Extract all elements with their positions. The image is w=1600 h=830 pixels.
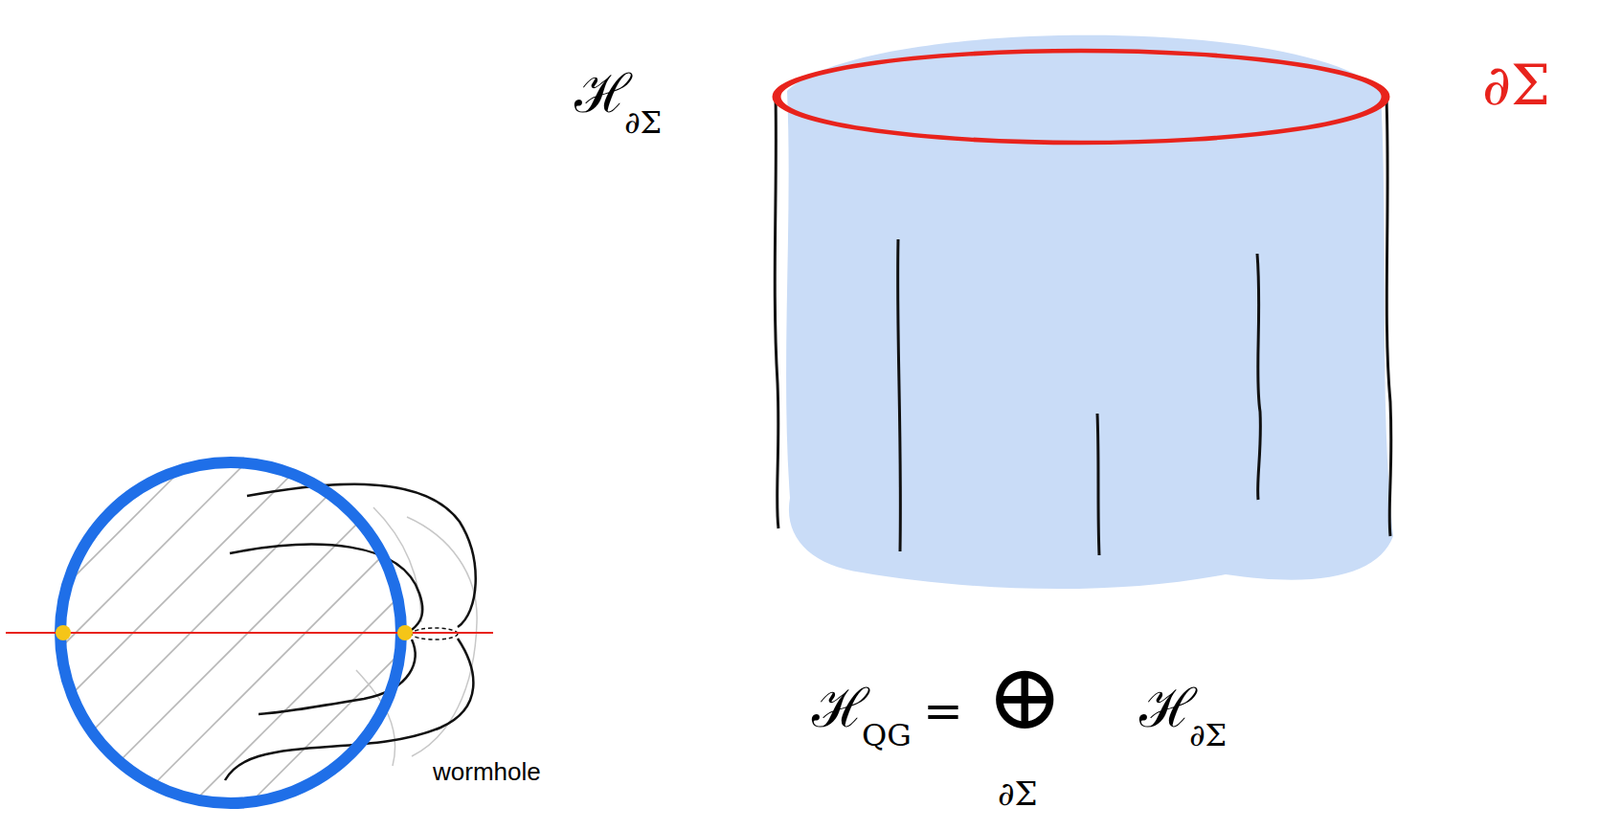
wormhole-label: wormhole [432,759,541,785]
spacetime-disc [5,402,494,824]
subscript: ∂Σ [997,777,1038,811]
boundary-label: ∂Σ [1482,57,1551,113]
hilbert-symbol: ℋ [1139,681,1196,736]
equals-sign: = [923,687,964,736]
subscript: QG [861,720,912,751]
hilbert-symbol: ℋ [811,681,869,736]
cylinder [774,35,1394,589]
subscript: ∂Σ [624,107,662,138]
subscript: ∂Σ [1189,720,1227,751]
direct-sum-symbol: ⊕ [986,651,1063,744]
hilbert-symbol: ℋ [574,67,631,121]
